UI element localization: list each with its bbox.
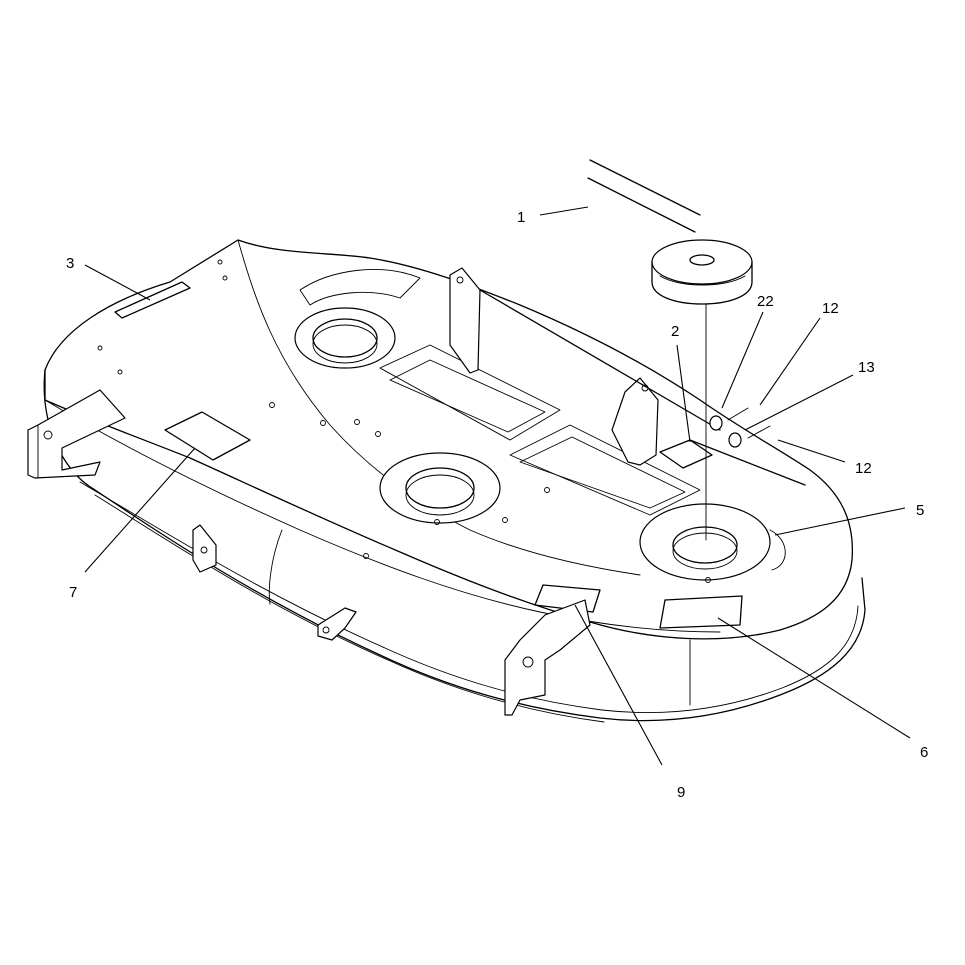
- leader-lines: [84, 206, 911, 766]
- callout-labels: 1 2 3 22 12 13 12 5 7 6 9: [66, 209, 928, 801]
- decal-7: [164, 411, 251, 461]
- spindle-left: [294, 307, 396, 369]
- callout-22: 22: [757, 293, 774, 310]
- hanger-rear: [449, 267, 481, 374]
- callout-12-b: 12: [855, 460, 872, 477]
- belt-pulley-assembly: [587, 159, 753, 541]
- callout-9: 9: [677, 784, 685, 801]
- hanger-right: [611, 377, 659, 466]
- deck-holes: [97, 259, 711, 583]
- bracket-front-center: [317, 607, 357, 641]
- decal-6: [659, 595, 743, 629]
- spindle-right: [639, 503, 786, 581]
- spindle-center: [379, 452, 501, 524]
- callout-6: 6: [920, 744, 928, 761]
- bracket-left: [27, 389, 126, 479]
- callout-2: 2: [671, 323, 679, 340]
- decal-2: [659, 439, 713, 469]
- callout-1: 1: [517, 209, 525, 226]
- callout-3: 3: [66, 255, 74, 272]
- mower-deck: [27, 239, 866, 723]
- callout-5: 5: [916, 502, 924, 519]
- hardware-parts: [709, 407, 771, 448]
- callout-7: 7: [69, 584, 77, 601]
- callout-12-a: 12: [822, 300, 839, 317]
- callout-13: 13: [858, 359, 875, 376]
- bracket-front-left: [192, 524, 217, 573]
- bracket-front-right: [504, 599, 591, 716]
- decal-3: [114, 281, 191, 319]
